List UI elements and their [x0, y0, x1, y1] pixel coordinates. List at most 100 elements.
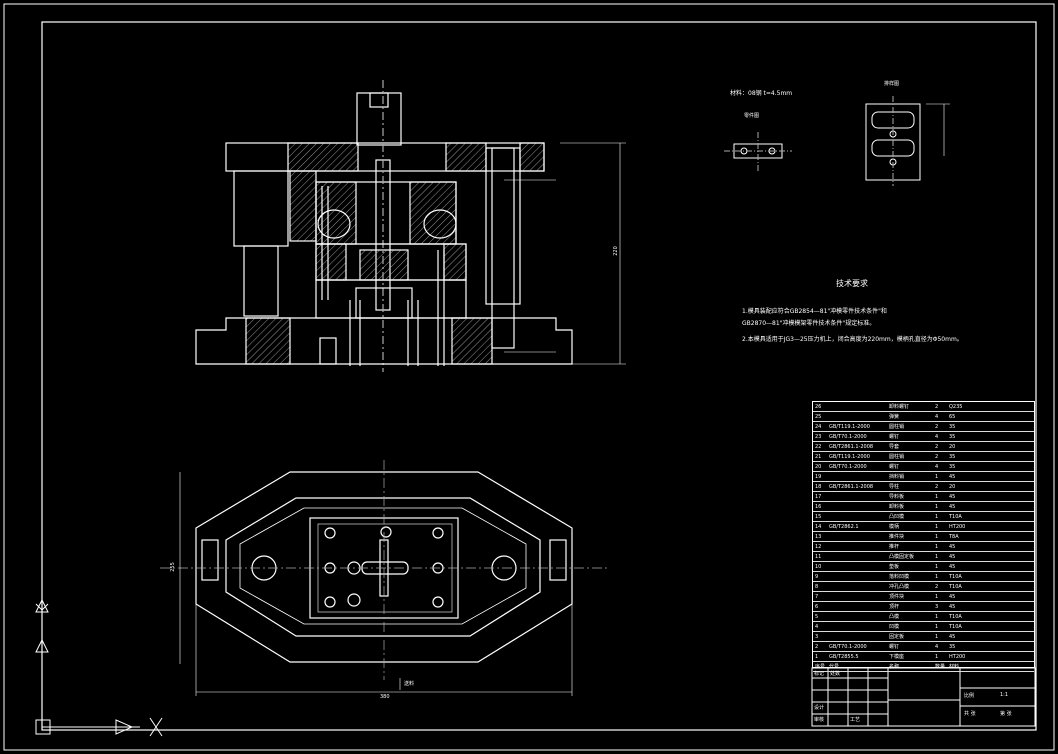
bom-cell-code: GB/T70.1-2000: [829, 644, 867, 650]
bom-cell-code: [829, 472, 887, 482]
title-block-cell: 共 张: [964, 711, 976, 717]
title-block-cell: 设计: [814, 705, 825, 711]
bom-cell-mat: 20: [949, 484, 956, 490]
bom-cell-qty: 4: [935, 434, 939, 440]
bom-cell-mat: T8A: [949, 534, 959, 540]
bom-cell-no: 25: [815, 414, 822, 420]
bom-cell-no: 2: [815, 644, 819, 650]
bom-cell-qty: 4: [935, 464, 939, 470]
bom-cell-no: 1: [815, 654, 819, 660]
title-block-cell: 标记: [814, 671, 825, 677]
bom-row: 2 GB/T70.1-2000 螺钉 4 35: [813, 642, 1034, 652]
bom-cell-no: 16: [815, 504, 822, 510]
bom-cell-mat: 35: [949, 464, 956, 470]
title-block-cell: 工艺: [850, 717, 861, 723]
bom-cell-qty: 1: [935, 504, 939, 510]
notes-heading: 技术要求: [836, 279, 868, 288]
bom-cell-mat: T10A: [949, 574, 962, 580]
bom-cell-name: 凸模: [889, 614, 900, 620]
bom-cell-no: 12: [815, 544, 822, 550]
bom-cell-qty: 2: [935, 454, 939, 460]
front-section-view: [195, 80, 626, 372]
bom-cell-qty: 1: [935, 514, 939, 520]
bom-cell-name: 垫板: [889, 564, 900, 570]
bom-cell-no: 5: [815, 614, 819, 620]
bom-cell-mat: 65: [949, 414, 956, 420]
bom-cell-qty: 1: [935, 524, 939, 530]
title-block-frame: [811, 667, 1036, 727]
ucs-icon: [35, 598, 163, 737]
bom-cell-mat: T10A: [949, 584, 962, 590]
bom-cell-mat: Q235: [949, 404, 963, 410]
bom-cell-code: [829, 502, 887, 512]
strip-layout-view: [865, 96, 950, 186]
dim-depth-label: 255: [169, 562, 176, 572]
bom-cell-no: 14: [815, 524, 822, 530]
bom-cell-name: 凹模: [889, 624, 900, 630]
bom-cell-no: 7: [815, 594, 819, 600]
title-block-cell: 第 张: [1000, 711, 1012, 717]
bom-cell-mat: 35: [949, 454, 956, 460]
bom-cell-mat: 45: [949, 604, 956, 610]
bom-cell-mat: 45: [949, 554, 956, 560]
bom-cell-name: 顶件块: [889, 594, 905, 600]
bom-cell-code: [829, 622, 887, 632]
bom-cell-no: 13: [815, 534, 822, 540]
bom-cell-mat: HT200: [949, 654, 966, 660]
bom-cell-no: 24: [815, 424, 822, 430]
bom-cell-no: 3: [815, 634, 819, 640]
bom-cell-qty: 1: [935, 614, 939, 620]
title-block-cell: 审核: [814, 717, 825, 723]
bom-cell-mat: 45: [949, 564, 956, 570]
bom-cell-mat: 45: [949, 504, 956, 510]
title-block-cell: 1:1: [1000, 692, 1009, 698]
bom-cell-mat: 45: [949, 634, 956, 640]
bom-header-row: 序号代号名称数量材料: [813, 662, 1034, 672]
bom-cell-code: [829, 532, 887, 542]
bom-row: 5 凸模 1 T10A: [813, 612, 1034, 622]
bom-cell-name: 顶杆: [889, 604, 900, 610]
bom-cell-name: 卸料螺钉: [889, 404, 910, 410]
bom-cell-qty: 4: [935, 644, 939, 650]
bom-cell-mat: T10A: [949, 514, 962, 520]
bom-cell-no: 21: [815, 454, 822, 460]
bom-cell-name: 凸模固定板: [889, 554, 915, 560]
bom-cell-code: GB/T2862.1: [829, 524, 859, 530]
bom-cell-code: [829, 612, 887, 622]
bom-cell-mat: 45: [949, 594, 956, 600]
bom-cell-code: GB/T119.1-2000: [829, 424, 870, 430]
notes-line-2: GB2870—81"冲模模架零件技术条件"规定标准。: [742, 320, 876, 327]
bom-cell-code: 代号: [829, 664, 840, 670]
bom-cell-name: 名称: [889, 664, 900, 670]
feed-direction-label: 送料: [404, 681, 415, 687]
bom-cell-name: 落料凹模: [889, 574, 910, 580]
bom-cell-mat: 35: [949, 424, 956, 430]
bom-cell-no: 17: [815, 494, 822, 500]
bom-cell-name: 推杆: [889, 544, 900, 550]
bom-cell-name: 螺钉: [889, 644, 900, 650]
bom-cell-name: 推件块: [889, 534, 905, 540]
bom-cell-mat: 35: [949, 644, 956, 650]
bom-cell-name: 螺钉: [889, 434, 900, 440]
bom-cell-no: 序号: [815, 664, 826, 670]
bom-cell-qty: 2: [935, 584, 939, 590]
bom-cell-name: 挡料销: [889, 474, 905, 480]
bom-cell-mat: T10A: [949, 614, 962, 620]
